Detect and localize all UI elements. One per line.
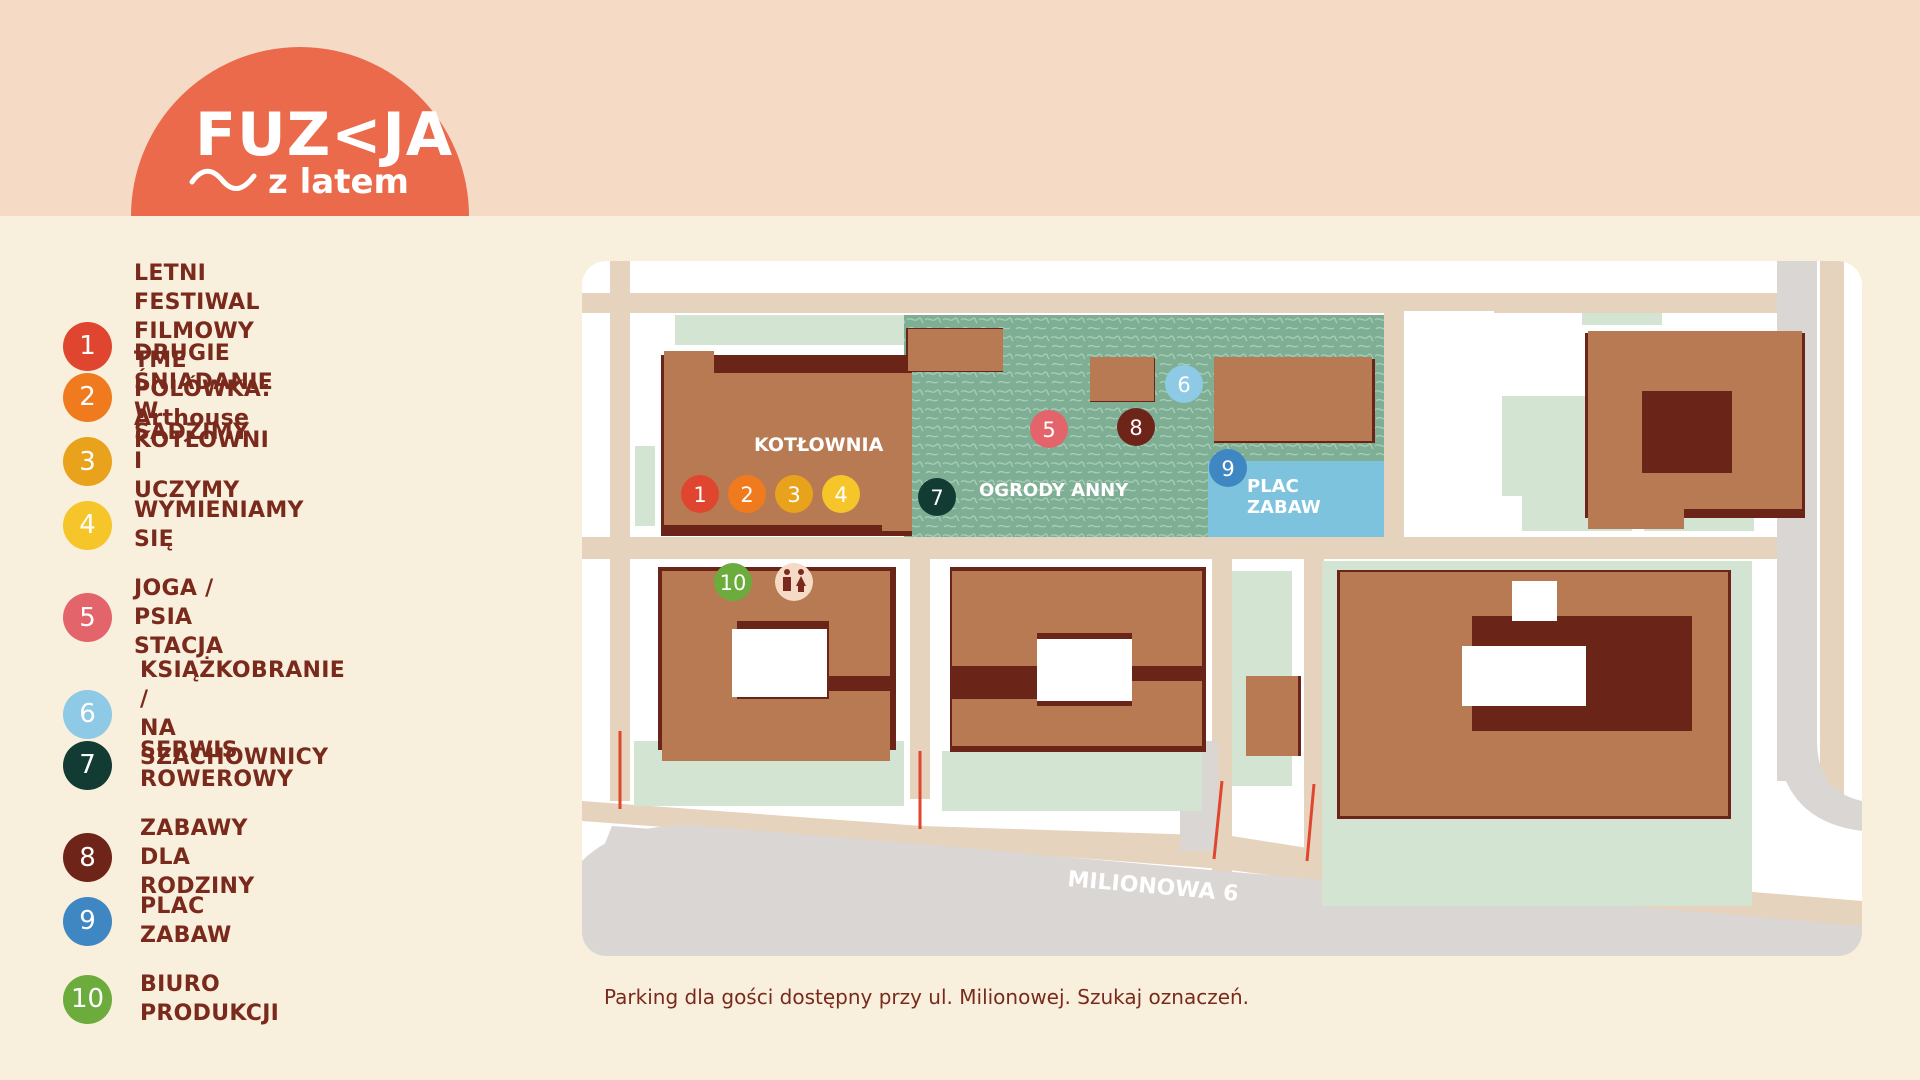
plac-zabaw-label-1: PLAC bbox=[1247, 476, 1299, 497]
legend-number-8: 8 bbox=[63, 833, 112, 882]
legend-label-10: BIURO PRODUKCJI bbox=[140, 972, 280, 1026]
svg-text:3: 3 bbox=[787, 483, 800, 507]
legend-item-5: 5 JOGA / PSIA STACJA bbox=[63, 574, 223, 661]
svg-text:8: 8 bbox=[1129, 416, 1142, 440]
legend-number-2: 2 bbox=[63, 372, 112, 422]
legend-number-5: 5 bbox=[63, 593, 112, 642]
logo-title: FUZ<JA bbox=[195, 100, 454, 170]
parking-marks bbox=[618, 731, 1316, 862]
buildings bbox=[658, 311, 1805, 819]
legend-item-9: 9 PLAC ZABAW bbox=[63, 892, 232, 950]
svg-text:2: 2 bbox=[740, 483, 753, 507]
marker-1: 1 bbox=[681, 475, 719, 513]
legend-label-4: WYMIENIAMY SIĘ bbox=[134, 498, 304, 552]
marker-10: 10 bbox=[714, 563, 752, 601]
legend-label-5: JOGA / PSIA STACJA bbox=[134, 576, 224, 659]
svg-text:10: 10 bbox=[720, 571, 747, 595]
legend-item-8: 8 ZABAWY DLA RODZINY bbox=[63, 814, 254, 901]
legend-number-1: 1 bbox=[63, 321, 112, 371]
legend-item-7: 7 SERWIS ROWEROWY bbox=[63, 736, 293, 794]
toilet-icon bbox=[775, 563, 813, 601]
svg-text:7: 7 bbox=[930, 486, 943, 510]
legend-item-4: 4 WYMIENIAMY SIĘ bbox=[63, 496, 304, 554]
legend-label-3: SADZIMY I UCZYMY bbox=[134, 420, 250, 503]
svg-text:5: 5 bbox=[1042, 418, 1055, 442]
legend-item-2: 2 DRUGIE ŚNIADANIE W KOTŁOWNI bbox=[63, 339, 273, 455]
parking-footnote: Parking dla gości dostępny przy ul. Mili… bbox=[604, 985, 1250, 1009]
marker-2: 2 bbox=[728, 475, 766, 513]
marker-5: 5 bbox=[1030, 410, 1068, 448]
legend-label-6: KSIĄŻKOBRANIE / NA SZACHOWNICY bbox=[140, 658, 346, 770]
legend-label-2: DRUGIE ŚNIADANIE W KOTŁOWNI bbox=[134, 341, 274, 453]
legend-item-6: 6 KSIĄŻKOBRANIE / NA SZACHOWNICY bbox=[63, 656, 345, 772]
legend-label-8: ZABAWY DLA RODZINY bbox=[140, 816, 255, 899]
legend-label-9: PLAC ZABAW bbox=[140, 894, 232, 948]
map-canvas: KOTŁOWNIA OGRODY ANNY PLAC ZABAW MILIONO… bbox=[582, 261, 1862, 956]
marker-3: 3 bbox=[775, 475, 813, 513]
legend-item-3: 3 SADZIMY I UCZYMY bbox=[63, 418, 249, 505]
marker-4: 4 bbox=[822, 475, 860, 513]
legend-number-10: 10 bbox=[63, 974, 112, 1024]
svg-text:6: 6 bbox=[1177, 373, 1190, 397]
ogrody-anny-label: OGRODY ANNY bbox=[979, 480, 1129, 501]
kotlownia-label: KOTŁOWNIA bbox=[754, 434, 884, 456]
svg-text:1: 1 bbox=[693, 483, 706, 507]
legend-label-7: SERWIS ROWEROWY bbox=[140, 738, 294, 792]
svg-text:9: 9 bbox=[1221, 457, 1234, 481]
wave-icon bbox=[189, 168, 257, 191]
legend-number-6: 6 bbox=[63, 689, 112, 739]
plac-zabaw-label-2: ZABAW bbox=[1247, 497, 1321, 518]
logo-subtitle: z latem bbox=[268, 162, 409, 202]
marker-9: 9 bbox=[1209, 449, 1247, 487]
marker-7: 7 bbox=[918, 478, 956, 516]
svg-text:4: 4 bbox=[834, 483, 847, 507]
legend-number-3: 3 bbox=[63, 437, 112, 486]
legend-number-9: 9 bbox=[63, 896, 112, 946]
site-map: KOTŁOWNIA OGRODY ANNY PLAC ZABAW MILIONO… bbox=[582, 261, 1862, 956]
legend-number-4: 4 bbox=[63, 500, 112, 550]
marker-6: 6 bbox=[1165, 365, 1203, 403]
legend-number-7: 7 bbox=[63, 740, 112, 790]
legend-item-10: 10 BIURO PRODUKCJI bbox=[63, 970, 279, 1028]
marker-8: 8 bbox=[1117, 408, 1155, 446]
